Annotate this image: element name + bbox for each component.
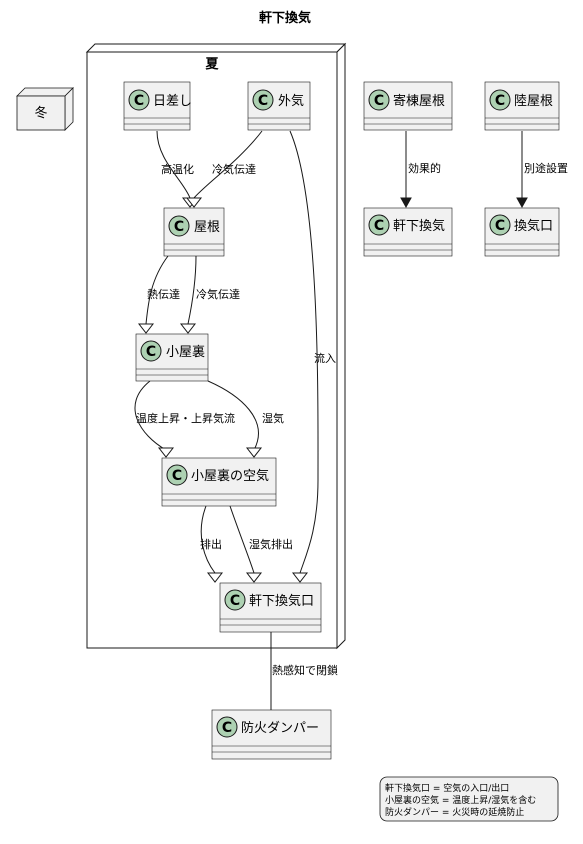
edge-attic-air-humid <box>207 380 259 451</box>
arrowhead-hip-eave <box>400 197 412 209</box>
edge-label-vent-damper: 熱感知で閉鎖 <box>272 663 338 677</box>
class-fire-damper[interactable]: C 防火ダンパー <box>211 709 332 760</box>
svg-text:C: C <box>134 93 144 109</box>
class-hip-roof[interactable]: C 寄棟屋根 <box>363 81 453 131</box>
arrowhead-attic-air-humid <box>245 447 263 458</box>
svg-text:C: C <box>374 218 384 234</box>
package-winter-label: 冬 <box>34 105 47 121</box>
arrowhead-air-vent-out <box>206 572 224 583</box>
class-badge-icon <box>216 716 238 738</box>
class-flat-roof[interactable]: C 陸屋根 <box>484 81 560 131</box>
edge-label-air-roof: 冷気伝達 <box>212 162 256 176</box>
package-summer: 夏 <box>85 42 347 650</box>
class-badge-icon <box>489 89 511 111</box>
class-name: 日差し <box>153 94 192 109</box>
edge-air-roof <box>193 130 263 199</box>
edge-air-vent-humid <box>229 505 255 574</box>
edges: 高温化 冷気伝達 流入 熱伝達 冷気伝達 温度上昇・上昇気流 湿気 排出 湿気排 <box>134 130 568 710</box>
arrowhead-attic-air-temp <box>157 447 175 458</box>
edge-label-sun-roof: 高温化 <box>161 162 194 176</box>
svg-text:C: C <box>146 344 156 360</box>
class-badge-icon <box>166 464 188 486</box>
svg-text:C: C <box>230 593 240 609</box>
edge-sun-roof <box>156 130 191 199</box>
class-eave-vent[interactable]: C 軒下換気口 <box>219 582 322 633</box>
class-eave-ventilation[interactable]: C 軒下換気 <box>363 207 453 257</box>
edge-label-attic-air-humid: 湿気 <box>262 411 284 425</box>
edge-label-hip-eave: 効果的 <box>408 161 441 175</box>
edge-label-roof-attic-cold: 冷気伝達 <box>196 287 240 301</box>
class-name: 軒下換気 <box>393 218 445 234</box>
class-outside-air[interactable]: C 外気 <box>247 81 311 131</box>
edge-label-roof-attic-heat: 熱伝達 <box>147 288 180 301</box>
class-name: 外気 <box>278 93 304 109</box>
svg-text:C: C <box>258 93 268 109</box>
class-badge-icon <box>489 214 511 236</box>
svg-text:C: C <box>174 219 184 235</box>
arrowhead-roof-attic-cold <box>179 323 197 334</box>
edge-label-air-vent: 流入 <box>314 351 336 365</box>
class-sun[interactable]: C 日差し <box>123 81 192 131</box>
class-roof[interactable]: C 屋根 <box>163 207 225 257</box>
edge-label-flat-vent: 別途設置 <box>524 161 568 175</box>
edge-air-vent <box>289 130 319 574</box>
svg-text:C: C <box>495 93 505 109</box>
package-summer-label: 夏 <box>204 57 219 72</box>
legend-line: 軒下換気口 = 空気の入口/出口 <box>385 782 509 794</box>
edge-label-air-vent-out: 排出 <box>200 537 222 551</box>
edge-label-air-vent-humid: 湿気排出 <box>249 537 293 551</box>
edge-roof-attic-heat <box>145 255 169 325</box>
edge-label-attic-air-temp: 温度上昇・上昇気流 <box>136 411 235 425</box>
class-badge-icon <box>252 89 274 111</box>
class-attic[interactable]: C 小屋裏 <box>135 333 209 382</box>
legend-line: 小屋裏の空気 = 温度上昇/湿気を含む <box>385 794 536 806</box>
arrowhead-air-vent <box>291 572 309 583</box>
arrowhead-air-vent-humid <box>245 572 263 583</box>
arrowhead-flat-vent <box>516 197 528 209</box>
class-badge-icon <box>368 89 390 111</box>
class-badge-icon <box>224 589 246 611</box>
legend-line: 防火ダンパー = 火災時の延焼防止 <box>385 806 524 818</box>
class-name: 軒下換気口 <box>249 593 314 609</box>
svg-text:C: C <box>495 218 505 234</box>
class-badge-icon <box>140 340 162 362</box>
svg-text:C: C <box>222 720 232 736</box>
svg-text:C: C <box>172 468 182 484</box>
legend: 軒下換気口 = 空気の入口/出口 小屋裏の空気 = 温度上昇/湿気を含む 防火ダ… <box>379 776 559 822</box>
class-badge-icon <box>368 214 390 236</box>
class-name: 防火ダンパー <box>241 720 319 736</box>
class-badge-icon <box>168 215 190 237</box>
class-vent[interactable]: C 換気口 <box>484 207 560 257</box>
class-name: 陸屋根 <box>514 93 553 109</box>
package-winter: 冬 <box>16 87 74 131</box>
class-name: 寄棟屋根 <box>393 93 445 109</box>
class-name: 小屋裏の空気 <box>191 468 269 484</box>
edge-roof-attic-cold <box>187 255 197 325</box>
class-name: 小屋裏 <box>166 345 205 360</box>
diagram-title: 軒下換気 <box>259 10 311 26</box>
edge-attic-air-temp <box>134 380 167 451</box>
arrowhead-roof-attic-heat <box>137 323 155 334</box>
class-attic-air[interactable]: C 小屋裏の空気 <box>161 457 277 507</box>
class-name: 換気口 <box>514 218 553 234</box>
class-badge-icon <box>128 89 150 111</box>
class-name: 屋根 <box>194 220 220 235</box>
svg-text:C: C <box>374 93 384 109</box>
edge-air-vent-out <box>200 505 216 574</box>
arrowhead-air-roof <box>185 197 203 208</box>
